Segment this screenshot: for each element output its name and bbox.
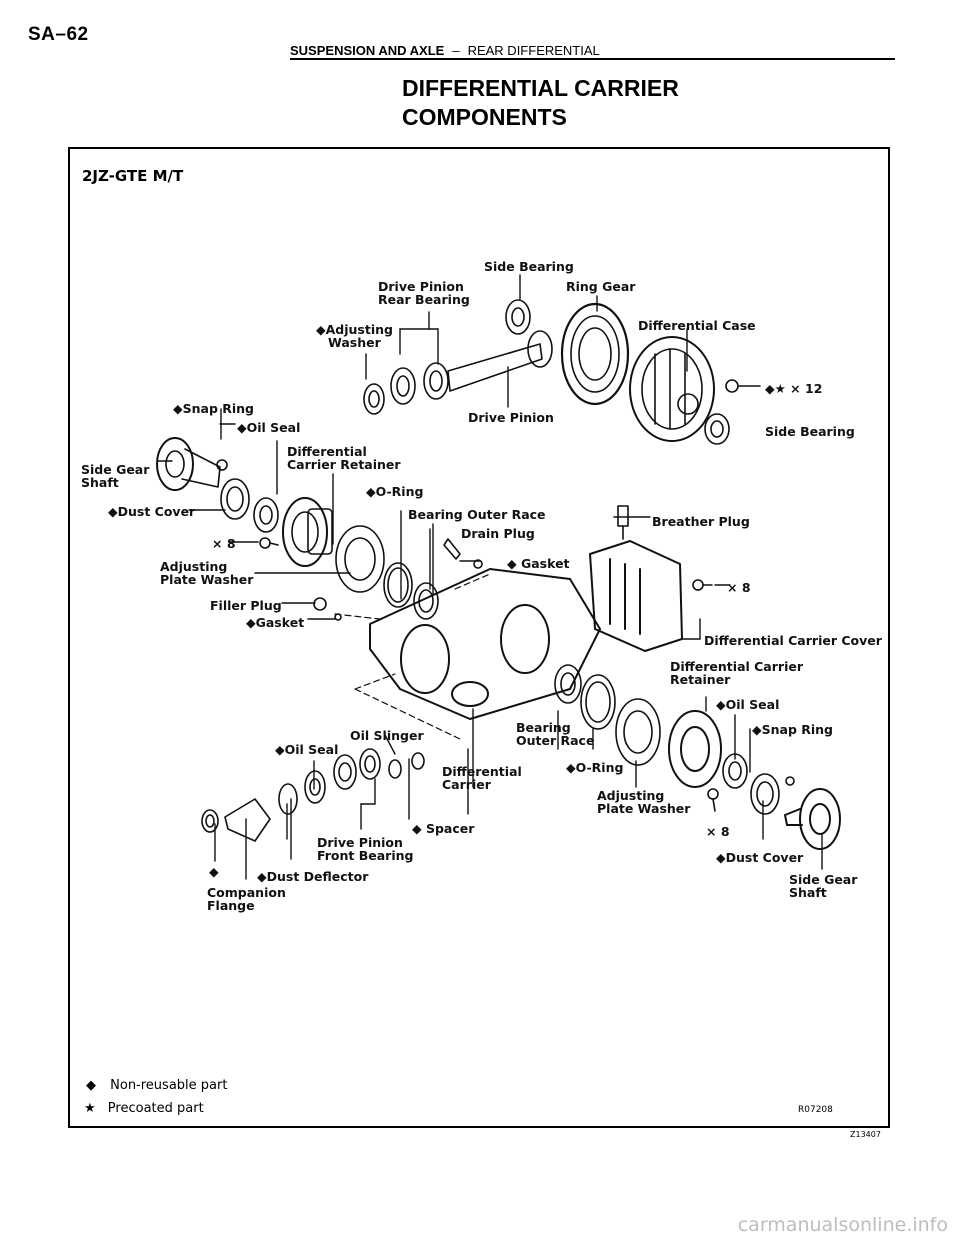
label-bearing-outer-race-left: Bearing Outer Race [408,507,546,522]
section-header: SUSPENSION AND AXLE–REAR DIFFERENTIAL [290,43,600,58]
page-title-line1: DIFFERENTIAL CARRIER [402,75,679,101]
label-snap-ring-right: ◆Snap Ring [752,722,834,737]
side-bearing-top-part [505,299,531,335]
side-gear-shaft-right-part [784,788,841,850]
label-x8-right: × 8 [706,824,730,839]
label-drain-plug: Drain Plug [461,526,535,541]
section-name: SUSPENSION AND AXLE [290,43,445,58]
o-ring-left-part [383,562,439,620]
side-bearing-right-part [704,413,730,445]
adjusting-plate-washer-left-part [335,525,385,593]
label-x8-left: × 8 [212,536,236,551]
side-gear-shaft-left-part [156,437,228,491]
label-filler-plug: Filler Plug [210,598,282,613]
retainer-bolt-right-part [707,788,719,812]
carrier-retainer-left-part [282,497,333,567]
label-x8-cover: × 8 [727,580,751,595]
subsection-name: REAR DIFFERENTIAL [467,43,600,58]
label-side-bearing-right: Side Bearing [765,424,855,439]
page-title-line2: COMPONENTS [402,104,567,130]
label-nut-marker: ◆ [209,864,219,879]
engine-model-label: 2JZ-GTE M/T [82,167,184,185]
label-o-ring-left: ◆O-Ring [366,484,424,499]
carrier-cover-part [589,540,683,652]
section-separator: – [452,43,460,58]
label-dust-deflector: ◆Dust Deflector [257,869,369,884]
label-snap-ring-left: ◆Snap Ring [173,401,255,416]
oil-seal-right-part [722,753,795,815]
star-icon: ★ [84,1101,96,1116]
label-gasket-filler: ◆Gasket [246,615,305,630]
adjusting-plate-washer-right-part [615,698,661,766]
filler-plug-part [313,597,342,621]
legend-precoated: ★ Precoated part [84,1101,204,1116]
page-title: DIFFERENTIAL CARRIER COMPONENTS [402,74,822,132]
label-oil-slinger: Oil Slinger [350,728,424,743]
figure-code: R07208 [798,1105,833,1115]
label-o-ring-right: ◆O-Ring [566,760,624,775]
retainer-bolt-left-part [259,537,279,549]
assembly-dashed-lines [334,573,491,740]
drive-pinion-part [363,330,553,415]
outer-race-right-part [554,664,616,730]
leader-lines [157,274,823,880]
label-side-bearing-top: Side Bearing [484,259,574,274]
legend-non-reusable: ◆ Non-reusable part [86,1078,228,1093]
label-oil-seal-front: ◆Oil Seal [275,742,339,757]
ring-gear-part [560,302,630,406]
figure-frame [68,147,890,1128]
label-spacer: ◆ Spacer [412,821,475,836]
label-oil-seal-right: ◆Oil Seal [716,697,780,712]
label-oil-seal-left: ◆Oil Seal [237,420,301,435]
oil-seal-left-part [220,478,279,533]
header-rule [290,58,895,60]
label-differential-case: Differential Case [638,318,756,333]
label-breather-plug: Breather Plug [652,514,750,529]
frame-code: Z13407 [850,1130,881,1139]
drain-plug-part [443,538,483,569]
label-dust-cover-right: ◆Dust Cover [716,850,804,865]
differential-carrier-part [369,568,601,720]
label-dust-cover-left: ◆Dust Cover [108,504,196,519]
cover-bolt-part [692,579,713,591]
page-id: SA–62 [28,24,89,45]
ring-gear-bolt-part [725,379,761,393]
label-ring-gear: Ring Gear [566,279,636,294]
diamond-icon: ◆ [86,1078,96,1093]
carrier-retainer-right-part [668,710,722,788]
breather-plug-part [617,505,629,540]
watermark: carmanualsonline.info [737,1214,948,1236]
label-carrier-cover: Differential Carrier Cover [704,633,882,648]
label-gasket-drain: ◆ Gasket [507,556,570,571]
label-bolt-x12: ◆★ × 12 [765,381,823,396]
differential-case-part [629,336,715,442]
exploded-view-drawing [156,274,841,880]
label-drive-pinion: Drive Pinion [468,410,554,425]
companion-flange-part [201,748,425,842]
